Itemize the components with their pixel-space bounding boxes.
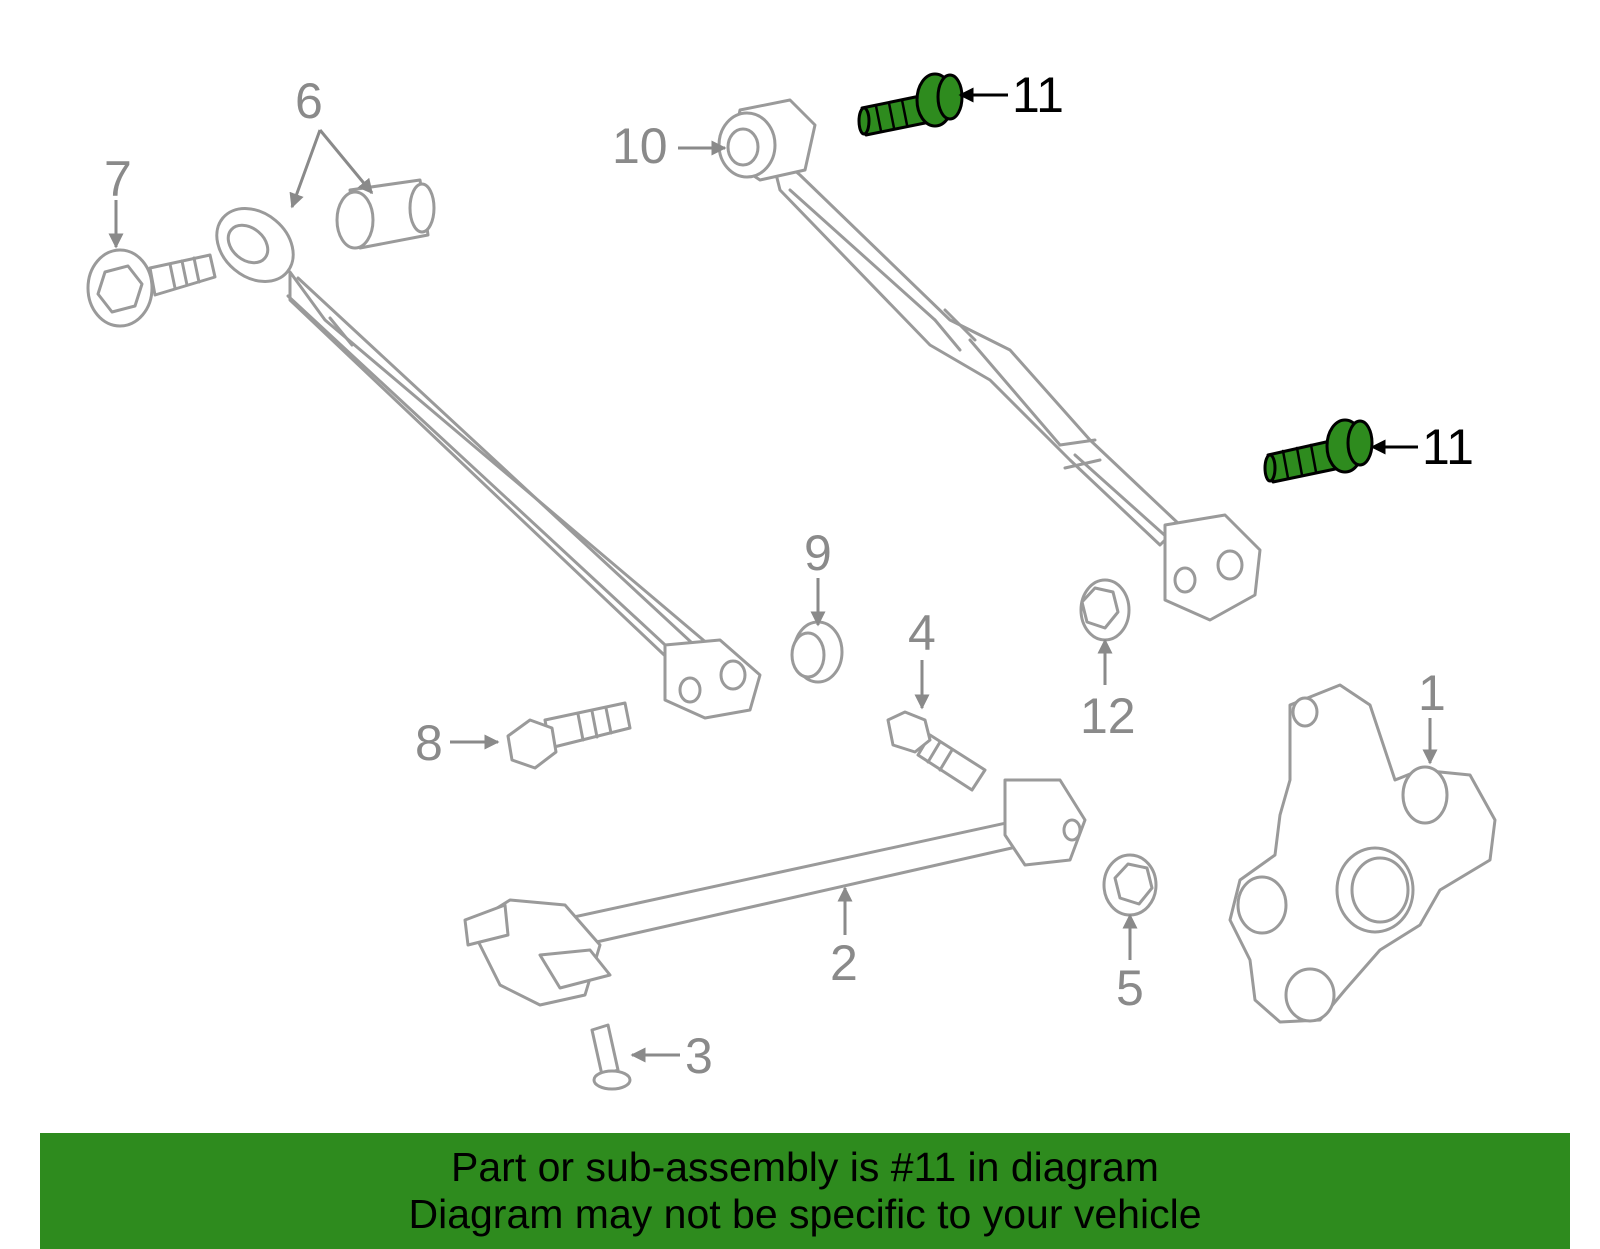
part-1-knuckle[interactable] bbox=[1228, 683, 1497, 1024]
banner-line-1: Part or sub-assembly is #11 in diagram bbox=[451, 1144, 1159, 1190]
part-9-nut[interactable] bbox=[790, 620, 844, 684]
info-banner: Part or sub-assembly is #11 in diagram D… bbox=[40, 1133, 1570, 1249]
callout-2: 2 bbox=[830, 935, 858, 991]
part-6-bushing[interactable] bbox=[335, 178, 436, 250]
part-6-lower-arm[interactable] bbox=[202, 193, 762, 720]
part-12-nut[interactable] bbox=[1079, 578, 1131, 642]
callout-3: 3 bbox=[685, 1028, 713, 1084]
part-11-bolt-right[interactable] bbox=[1263, 418, 1374, 484]
part-8-bolt[interactable] bbox=[506, 701, 632, 770]
part-7-bolt[interactable] bbox=[86, 248, 217, 328]
callout-10: 10 bbox=[612, 118, 668, 174]
part-5-nut[interactable] bbox=[1102, 853, 1158, 917]
callout-11-right: 11 bbox=[1422, 419, 1474, 475]
callout-5: 5 bbox=[1116, 960, 1144, 1016]
part-3-bolt[interactable] bbox=[590, 1023, 632, 1091]
callout-6: 6 bbox=[295, 73, 323, 129]
callout-12: 12 bbox=[1080, 688, 1136, 744]
callout-4: 4 bbox=[908, 605, 936, 661]
leader-lines bbox=[108, 87, 1438, 1063]
callout-8: 8 bbox=[415, 715, 443, 771]
callout-11-top: 11 bbox=[1012, 67, 1064, 123]
callout-7: 7 bbox=[104, 151, 132, 207]
part-11-bolt-top[interactable] bbox=[857, 72, 964, 137]
banner-line-2: Diagram may not be specific to your vehi… bbox=[408, 1191, 1202, 1237]
part-10-adjustable-arm[interactable] bbox=[717, 98, 1262, 622]
part-2-lateral-arm[interactable] bbox=[463, 778, 1087, 1007]
part-4-bolt[interactable] bbox=[886, 710, 987, 792]
callout-9: 9 bbox=[804, 525, 832, 581]
callout-1: 1 bbox=[1418, 665, 1446, 721]
